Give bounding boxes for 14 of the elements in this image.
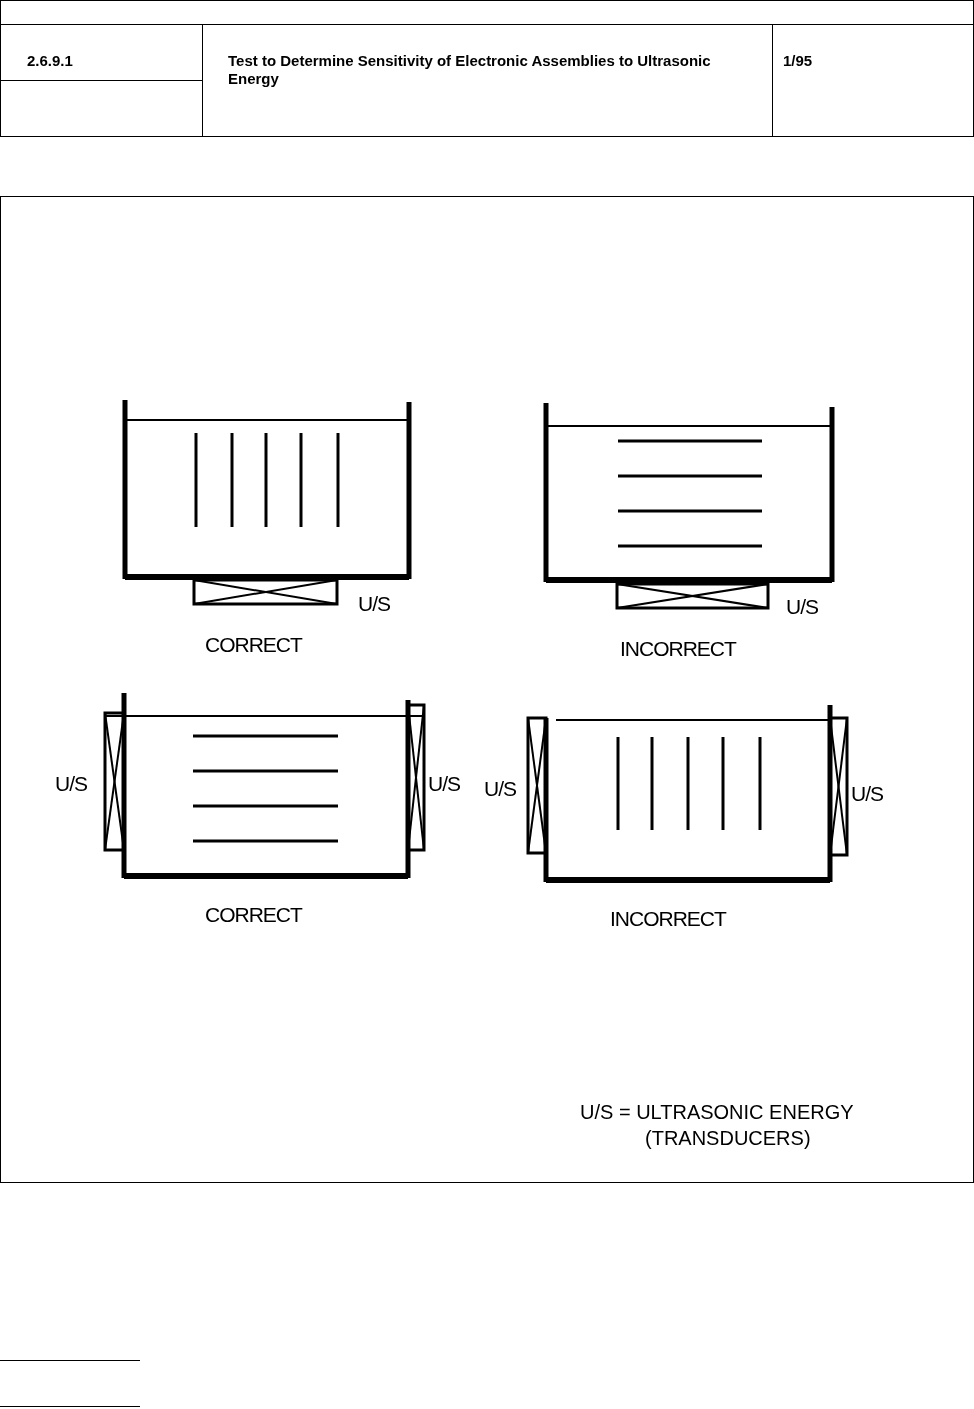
transducer-label: U/S (358, 592, 390, 616)
verdict-caption: INCORRECT (620, 637, 736, 661)
transducer-label: U/S (851, 782, 883, 806)
transducer-label: U/S (786, 595, 818, 619)
key-note: U/S = ULTRASONIC ENERGY (TRANSDUCERS) (580, 1100, 855, 1151)
verdict-caption: CORRECT (205, 633, 302, 657)
revision-date: 1/95 (783, 52, 813, 69)
section-number: 2.6.9.1 (27, 52, 73, 69)
verdict-caption: INCORRECT (610, 907, 726, 931)
verdict-caption: CORRECT (205, 903, 302, 927)
transducer-label: U/S (484, 777, 516, 801)
transducer-label: U/S (55, 772, 87, 796)
transducer-label: U/S (428, 772, 460, 796)
document-title: Test to Determine Sensitivity of Electronic Assemblies to Ultrasonic Energy (228, 52, 712, 88)
